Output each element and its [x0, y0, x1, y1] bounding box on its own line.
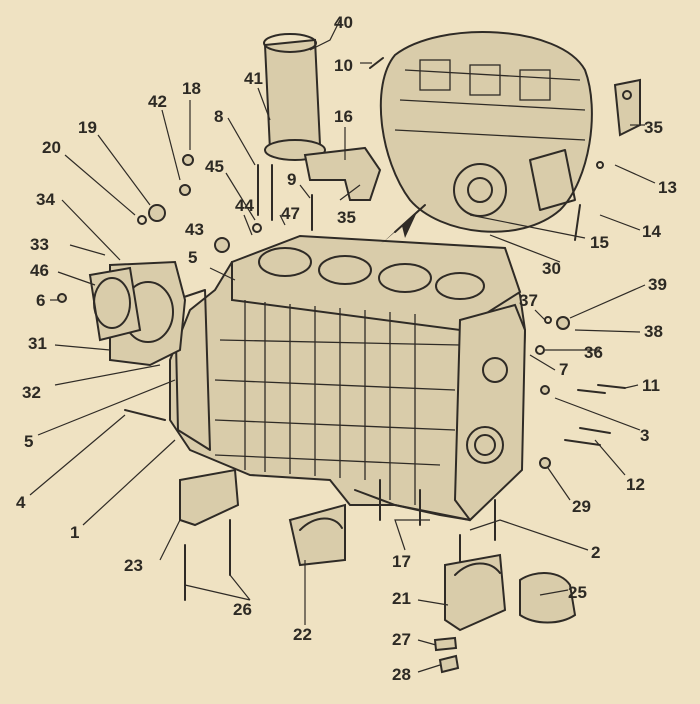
callout-4: 4	[16, 493, 26, 512]
callout-18: 18	[182, 79, 201, 98]
callout-40: 40	[334, 13, 353, 32]
callout-12: 12	[626, 475, 645, 494]
callout-19: 19	[78, 118, 97, 137]
callout-32: 32	[22, 383, 41, 402]
main-bearing-caps	[179, 468, 577, 674]
callout-33: 33	[30, 235, 49, 254]
callout-8: 8	[214, 107, 223, 126]
callout-36: 36	[584, 343, 603, 362]
callout-38: 38	[644, 322, 663, 341]
callout-13: 13	[658, 178, 677, 197]
callout-47: 47	[281, 204, 300, 223]
callout-39: 39	[648, 275, 667, 294]
callout-29: 29	[572, 497, 591, 516]
callout-41: 41	[244, 69, 263, 88]
callout-1: 1	[70, 523, 79, 542]
callout-9: 9	[287, 170, 296, 189]
front-cover-assembly	[57, 260, 187, 367]
callout-11: 11	[642, 376, 660, 395]
callout-21: 21	[392, 589, 411, 608]
callout-15: 15	[590, 233, 609, 252]
callout-22: 22	[293, 625, 312, 644]
detail-inset	[379, 31, 593, 245]
callout-labels: 40 10 41 42 18 16 8 19 20 45 9 34 44 47 …	[16, 13, 677, 684]
callout-6: 6	[36, 291, 45, 310]
mounting-bracket	[303, 78, 641, 201]
callout-27: 27	[392, 630, 411, 649]
callout-26: 26	[233, 600, 252, 619]
callout-5a: 5	[188, 248, 197, 267]
callout-42: 42	[148, 92, 167, 111]
cylinder-liner	[263, 33, 326, 161]
callout-25: 25	[568, 583, 587, 602]
callout-28: 28	[392, 665, 411, 684]
callout-31: 31	[28, 334, 47, 353]
studs-and-bolts	[124, 57, 626, 601]
callout-35b: 35	[644, 118, 663, 137]
callout-10: 10	[334, 56, 353, 75]
callout-20: 20	[42, 138, 61, 157]
callout-3: 3	[640, 426, 649, 445]
callout-45: 45	[205, 157, 224, 176]
callout-43: 43	[185, 220, 204, 239]
callout-46: 46	[30, 261, 49, 280]
callout-37: 37	[519, 291, 538, 310]
callout-7: 7	[559, 360, 568, 379]
callout-16: 16	[334, 107, 353, 126]
callout-17: 17	[392, 552, 411, 571]
callout-14: 14	[642, 222, 661, 241]
cylinder-block	[169, 234, 527, 526]
callout-44: 44	[235, 196, 254, 215]
callout-2: 2	[591, 543, 600, 562]
callout-35a: 35	[337, 208, 356, 227]
callout-23: 23	[124, 556, 143, 575]
callout-5b: 5	[24, 432, 33, 451]
callout-30: 30	[542, 259, 561, 278]
callout-34: 34	[36, 190, 55, 209]
leader-lines	[29, 19, 656, 673]
